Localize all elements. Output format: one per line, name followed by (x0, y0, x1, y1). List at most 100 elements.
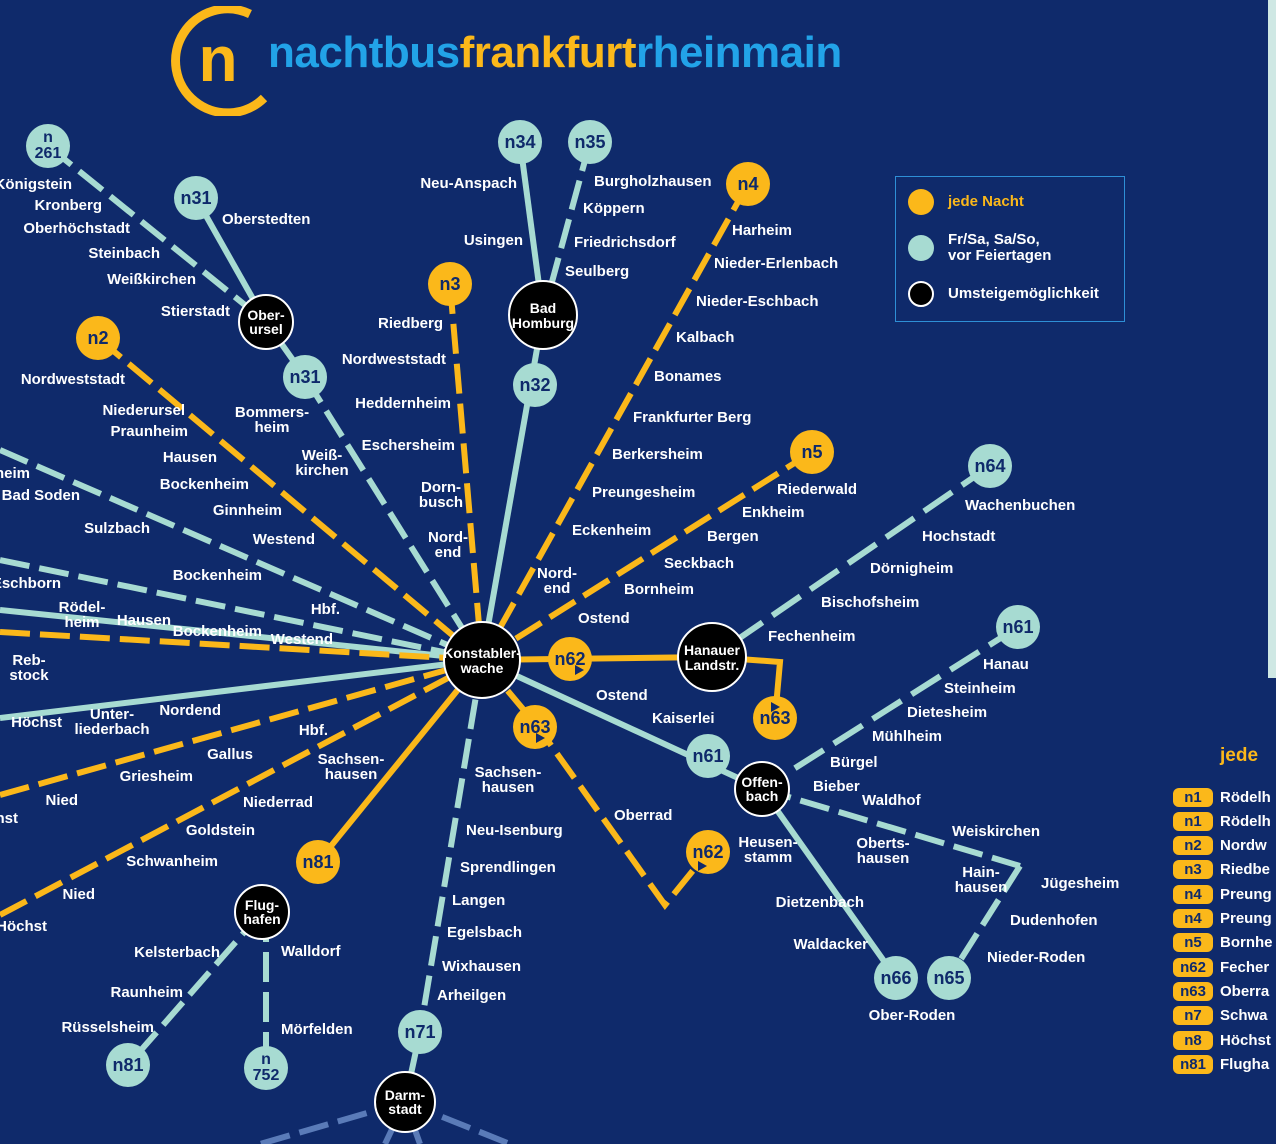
stop-label-ostend2: Ostend (596, 687, 648, 704)
direction-arrow-icon (575, 665, 584, 675)
stop-label-oberrad: Oberrad (614, 807, 672, 824)
hub-flughafen[interactable] (234, 884, 290, 940)
stop-label-goldstein: Goldstein (186, 822, 255, 839)
route-n4 (479, 182, 751, 662)
badge-n81a[interactable] (296, 840, 340, 884)
badge-label-n5: n5 (801, 442, 822, 462)
stop-label-kelsterbach: Kelsterbach (134, 944, 220, 961)
route-text: Rödelh (1220, 812, 1271, 830)
badge-n63b[interactable] (753, 696, 797, 740)
stop-label-nordend3: Nord-end (537, 565, 577, 597)
timetable-row[interactable]: n1 Rödelh (1173, 811, 1271, 831)
badge-n62b[interactable] (686, 830, 730, 874)
line-badge: n62 (1173, 957, 1213, 977)
stop-label-kalbach: Kalbach (676, 329, 734, 346)
badge-n66[interactable] (874, 956, 918, 1000)
badge-n61b[interactable] (686, 734, 730, 778)
stop-label-muehlheim: Mühlheim (872, 728, 942, 745)
stop-label-griesheim: Griesheim (120, 768, 193, 785)
badge-n35[interactable] (568, 120, 612, 164)
route-text: Preung (1220, 910, 1272, 927)
badge-n65[interactable] (927, 956, 971, 1000)
line-badge: n8 (1173, 1030, 1213, 1050)
hub-oberursel[interactable] (238, 294, 294, 350)
badge-label-n31a: n31 (180, 188, 211, 208)
stop-label-juegesheim: Jügesheim (1041, 875, 1119, 892)
badge-label-n35: n35 (574, 132, 605, 152)
stop-label-eschersheim: Eschersheim (362, 437, 455, 454)
line-badge: n63 (1173, 981, 1213, 1001)
stop-label-praunheim: Praunheim (110, 423, 188, 440)
stop-label-dietesheim: Dietesheim (907, 704, 987, 721)
stop-label-hausen1: Hausen (163, 449, 217, 466)
stop-label-neu-anspach: Neu-Anspach (420, 175, 517, 192)
hub-hanauer-landstr[interactable] (677, 622, 747, 692)
route-text: Schwa (1220, 1007, 1268, 1025)
stop-label-hanau: Hanau (983, 656, 1029, 673)
route-n63-oberrad (479, 658, 711, 910)
stop-label-dudenhofen: Dudenhofen (1010, 912, 1098, 929)
badge-n5[interactable] (790, 430, 834, 474)
stop-label-riederwald: Riederwald (777, 481, 857, 498)
badge-n3[interactable] (428, 262, 472, 306)
line-badge: n1 (1173, 811, 1213, 831)
line-badge: n81 (1173, 1054, 1213, 1074)
stop-label-hoechst1: Höchst (11, 714, 62, 731)
badge-n31b[interactable] (283, 355, 327, 399)
legend-label: jede Nacht (948, 193, 1024, 210)
stop-label-sulzbach: Sulzbach (84, 520, 150, 537)
stop-label-obertshausen: Oberts-hausen (856, 835, 909, 867)
stop-label-oberhoechstadt: Oberhöchstadt (23, 220, 130, 237)
badge-n752[interactable] (244, 1046, 288, 1090)
timetable-title: jede (1220, 745, 1259, 766)
badge-n61a[interactable] (996, 605, 1040, 649)
badge-label-n31b: n31 (289, 367, 320, 387)
badge-n81b[interactable] (106, 1043, 150, 1087)
route-text: Preung (1220, 885, 1272, 903)
stop-label-nordend2: Nord-end (428, 529, 468, 561)
badge-label-n62a: n62 (554, 649, 585, 669)
badge-n63a[interactable] (513, 705, 557, 749)
stop-label-raunheim: Raunheim (110, 984, 183, 1001)
route-west-6 (0, 657, 483, 798)
badge-n4[interactable] (726, 162, 770, 206)
badge-label-n2: n2 (87, 328, 108, 348)
hub-darmstadt[interactable] (374, 1071, 436, 1133)
badge-n71[interactable] (398, 1010, 442, 1054)
stop-label-langen: Langen (452, 892, 505, 909)
hub-label-flughafen: Flug-hafen (243, 897, 280, 927)
hub-bad-homburg[interactable] (508, 280, 578, 350)
badge-n2[interactable] (76, 316, 120, 360)
stop-label-ostend1: Ostend (578, 610, 630, 627)
hub-offenbach[interactable] (734, 761, 790, 817)
badge-n32[interactable] (513, 363, 557, 407)
brand-title: nachtbusfrankfurtrheinmain (268, 28, 842, 78)
hub-konstablerwache[interactable] (443, 621, 521, 699)
stop-label-moerfelden: Mörfelden (281, 1021, 353, 1038)
badge-label-n65: n65 (933, 968, 964, 988)
stop-label-stierstadt: Stierstadt (161, 303, 230, 320)
stop-label-bergen: Bergen (707, 528, 759, 545)
hub-label-konstablerwache: Konstabler-wache (443, 645, 521, 676)
stop-label-dietzenbach: Dietzenbach (776, 894, 864, 911)
badge-n34[interactable] (498, 120, 542, 164)
badge-n261[interactable] (26, 124, 70, 168)
stop-label-hainhausen: Hain-hausen (955, 864, 1008, 896)
stop-label-waldhof: Waldhof (862, 792, 922, 809)
badge-n64[interactable] (968, 444, 1012, 488)
badge-n31a[interactable] (174, 176, 218, 220)
